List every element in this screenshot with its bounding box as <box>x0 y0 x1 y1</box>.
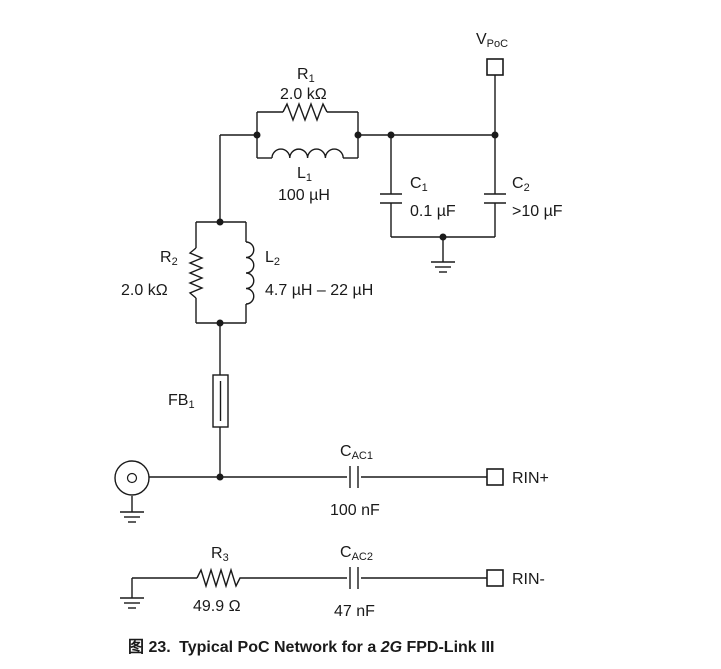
caption-prefix: 图 23. <box>128 638 171 656</box>
terminal-square-icon <box>486 569 504 587</box>
resistor-icon <box>196 567 243 589</box>
junction-dot <box>216 218 224 226</box>
caption-text: Typical PoC Network for a <box>179 639 381 656</box>
rin-plus-label: RIN+ <box>512 470 549 487</box>
junction-dots <box>216 131 499 481</box>
caption-italic: 2G <box>380 639 402 656</box>
cac1-value: 100 nF <box>330 502 380 519</box>
junction-dot <box>216 319 224 327</box>
resistor-icon <box>282 102 328 122</box>
resistor-r2: R2 2.0 kΩ <box>121 247 204 299</box>
junction-dot <box>491 131 499 139</box>
cac2-value: 47 nF <box>334 603 375 620</box>
rin-plus-terminal: RIN+ <box>486 468 549 487</box>
capacitor-c1: C1 0.1 µF <box>380 175 456 220</box>
inductor-icon <box>271 148 344 159</box>
resistor-icon <box>188 247 204 299</box>
capacitor-cac1: CAC1 100 nF <box>330 443 380 519</box>
capacitor-icon <box>380 193 402 204</box>
c1-ref: C1 <box>410 175 428 194</box>
resistor-r1: R1 2.0 kΩ <box>280 66 328 122</box>
r2-ref: R2 <box>160 249 178 268</box>
junction-dot <box>387 131 395 139</box>
vpoc-terminal: VPoC <box>476 31 508 76</box>
cac2-ref: CAC2 <box>340 544 373 563</box>
c2-value: >10 µF <box>512 203 563 220</box>
r3-value: 49.9 Ω <box>193 598 241 615</box>
ground-icon <box>431 261 455 273</box>
terminal-square-icon <box>486 468 504 486</box>
capacitor-icon <box>349 466 359 488</box>
resistor-r3: R3 49.9 Ω <box>193 545 243 615</box>
l1-value: 100 µH <box>278 187 330 204</box>
ground-icon <box>120 597 144 609</box>
inductor-l1: L1 100 µH <box>271 148 344 204</box>
figure-caption: 图 23. Typical PoC Network for a 2G FPD-L… <box>128 638 494 656</box>
l1-ref: L1 <box>297 165 312 184</box>
r1-ref: R1 <box>297 66 315 85</box>
fb1-ref: FB1 <box>168 392 195 411</box>
wires <box>131 75 496 598</box>
caption-suffix: FPD-Link III <box>402 639 494 656</box>
junction-dot <box>439 233 447 241</box>
inductor-l2: L2 4.7 µH – 22 µH <box>245 241 373 305</box>
capacitor-c2: C2 >10 µF <box>484 175 563 220</box>
junction-dot <box>354 131 362 139</box>
junction-dot <box>216 473 224 481</box>
ferrite-bead-fb1: FB1 <box>168 374 229 428</box>
r3-ref: R3 <box>211 545 229 564</box>
c2-ref: C2 <box>512 175 530 194</box>
r1-value: 2.0 kΩ <box>280 86 327 103</box>
vpoc-label: VPoC <box>476 31 508 50</box>
inductor-icon <box>245 241 255 305</box>
terminal-square-icon <box>486 58 504 76</box>
junction-dot <box>253 131 261 139</box>
rin-minus-label: RIN- <box>512 571 545 588</box>
l2-value: 4.7 µH – 22 µH <box>265 282 373 299</box>
coax-connector-icon <box>114 460 150 496</box>
capacitor-icon <box>484 193 506 204</box>
cac1-ref: CAC1 <box>340 443 373 462</box>
rin-minus-terminal: RIN- <box>486 569 545 588</box>
l2-ref: L2 <box>265 249 280 268</box>
ferrite-bead-icon <box>212 374 229 428</box>
r2-value: 2.0 kΩ <box>121 282 168 299</box>
capacitor-icon <box>349 567 359 589</box>
ground-icon <box>120 511 144 523</box>
c1-value: 0.1 µF <box>410 203 456 220</box>
capacitor-cac2: CAC2 47 nF <box>334 544 375 620</box>
